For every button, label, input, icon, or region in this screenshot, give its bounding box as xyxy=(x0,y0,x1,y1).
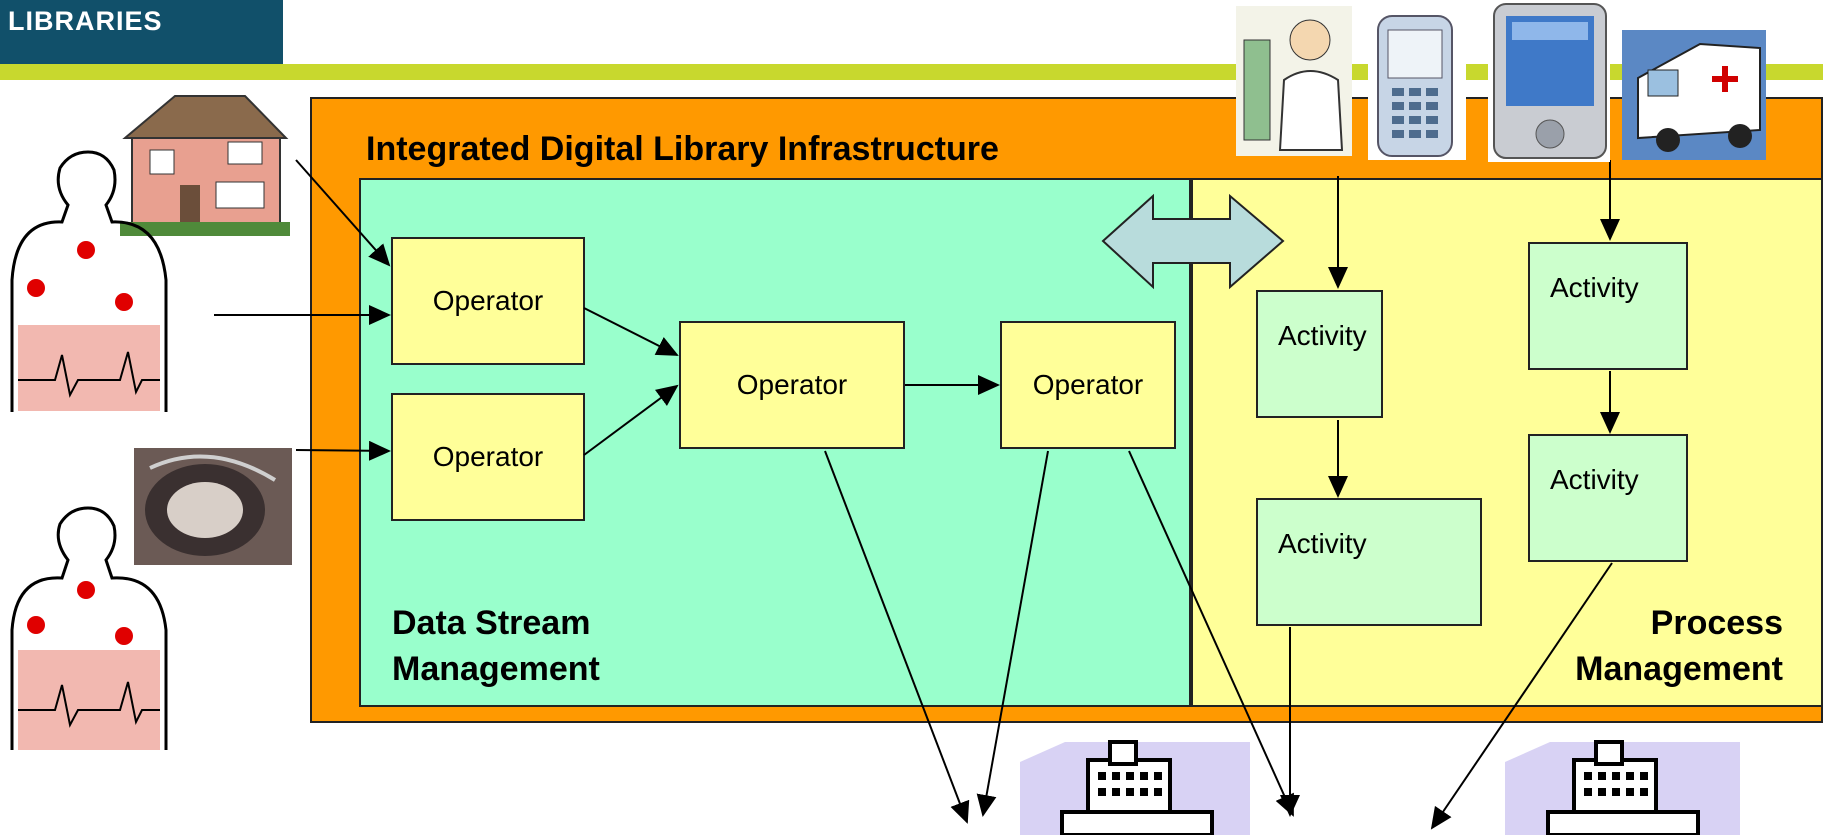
data-stream-title-line2: Management xyxy=(392,650,600,688)
arrow-operator-to-merge xyxy=(583,384,679,456)
mobile-phone-icon xyxy=(1368,12,1466,160)
operator-box[interactable]: Operator xyxy=(391,237,585,365)
house-icon xyxy=(120,95,290,236)
arrow-camera-to-operator xyxy=(295,440,391,461)
process-title: Process Management xyxy=(1540,600,1783,692)
header-accent-bar xyxy=(0,64,1823,80)
arrow-to-hospital xyxy=(976,450,1049,817)
activity-box[interactable]: Activity xyxy=(1528,242,1688,370)
operator-box[interactable]: Operator xyxy=(679,321,905,449)
logo-text: LIBRARIES xyxy=(8,6,163,36)
pda-icon xyxy=(1488,2,1610,162)
arrow-to-hospital xyxy=(824,450,970,824)
doctor-icon xyxy=(1236,6,1352,156)
libraries-logo: LIBRARIES xyxy=(0,0,283,64)
activity-box[interactable]: Activity xyxy=(1256,498,1482,626)
process-title-line1: Process xyxy=(1650,604,1783,642)
hospital-icon xyxy=(1020,740,1250,835)
arrow-house-to-operator xyxy=(295,159,391,267)
ambulance-icon xyxy=(1622,30,1766,160)
hospital-icon xyxy=(1505,740,1740,835)
operator-box[interactable]: Operator xyxy=(391,393,585,521)
body-sensor-icon xyxy=(10,150,168,412)
arrow-operator-to-merge xyxy=(583,307,679,356)
process-title-line2: Management xyxy=(1575,650,1783,688)
camera-lens-icon xyxy=(134,448,292,565)
data-stream-title-line1: Data Stream xyxy=(392,604,591,642)
arrow-to-hospital xyxy=(1128,450,1294,817)
activity-box[interactable]: Activity xyxy=(1256,290,1383,418)
data-stream-title: Data Stream Management xyxy=(392,600,600,692)
operator-box[interactable]: Operator xyxy=(1000,321,1176,449)
activity-box[interactable]: Activity xyxy=(1528,434,1688,562)
double-arrow-connector xyxy=(1101,193,1285,290)
body-sensor-icon xyxy=(10,506,168,750)
outer-title: Integrated Digital Library Infrastructur… xyxy=(366,130,999,168)
arrow-activity-to-hospital xyxy=(1430,562,1613,830)
